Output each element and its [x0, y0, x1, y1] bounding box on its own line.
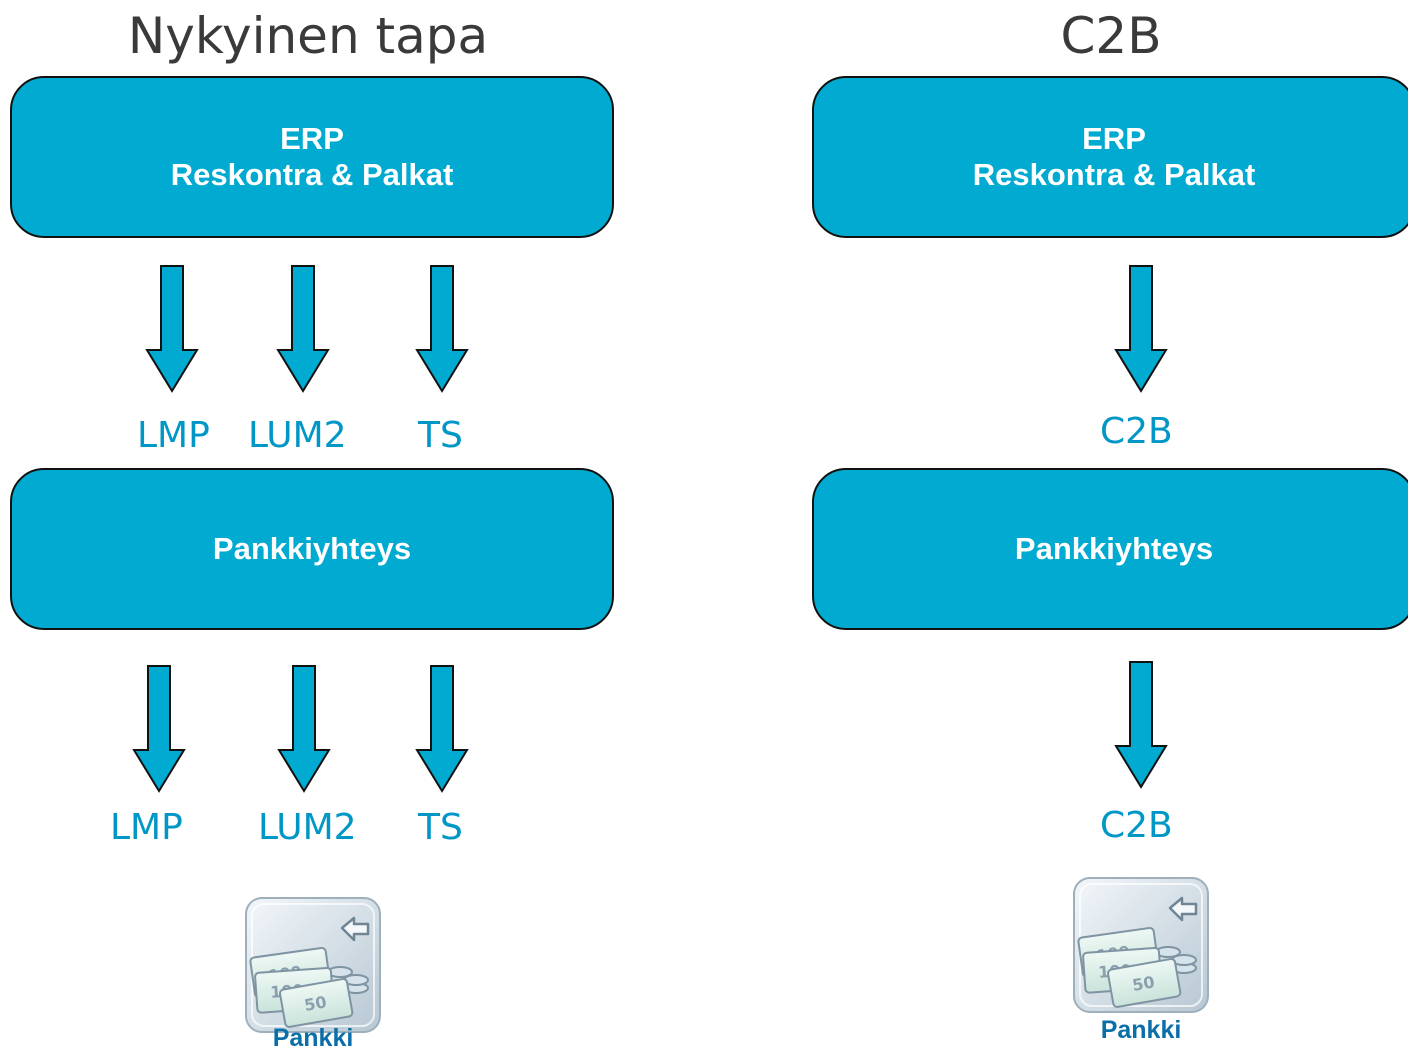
current-method-title: Nykyinen tapa: [127, 7, 489, 65]
c2b-title: C2B: [1060, 7, 1162, 65]
format-label-ts: TS: [418, 807, 463, 848]
down-arrow-icon: [414, 264, 470, 394]
format-label-c2b: C2B: [1100, 411, 1173, 452]
erp-sublabel: Reskontra & Palkat: [972, 157, 1256, 192]
format-label-ts: TS: [418, 415, 463, 456]
format-label-lum2: LUM2: [248, 415, 347, 456]
down-arrow-icon: [414, 664, 470, 794]
c2b-column: C2B ERP Reskontra & Palkat C2B Pankkiyht…: [800, 0, 1408, 1058]
bank-label: Pankki: [272, 1024, 354, 1052]
money-bank-icon: [238, 892, 388, 1042]
down-arrow-icon: [1113, 660, 1169, 790]
format-label-c2b: C2B: [1100, 805, 1173, 846]
erp-box-c2b: ERP Reskontra & Palkat: [812, 76, 1408, 238]
bank-connection-box-current: Pankkiyhteys: [10, 468, 614, 630]
format-label-lum2: LUM2: [258, 807, 357, 848]
down-arrow-icon: [1113, 264, 1169, 394]
down-arrow-icon: [276, 664, 332, 794]
format-label-lmp: LMP: [137, 415, 210, 456]
money-bank-icon: [1066, 872, 1216, 1022]
bank-label: Pankki: [1100, 1016, 1182, 1044]
erp-label: ERP: [280, 121, 344, 156]
down-arrow-icon: [131, 664, 187, 794]
bank-connection-label: Pankkiyhteys: [212, 531, 412, 566]
erp-box-current: ERP Reskontra & Palkat: [10, 76, 614, 238]
down-arrow-icon: [144, 264, 200, 394]
bank-connection-label: Pankkiyhteys: [1014, 531, 1214, 566]
current-method-column: Nykyinen tapa ERP Reskontra & Palkat LMP…: [0, 0, 700, 1058]
down-arrow-icon: [275, 264, 331, 394]
format-label-lmp: LMP: [110, 807, 183, 848]
bank-connection-box-c2b: Pankkiyhteys: [812, 468, 1408, 630]
erp-sublabel: Reskontra & Palkat: [170, 157, 454, 192]
erp-label: ERP: [1082, 121, 1146, 156]
